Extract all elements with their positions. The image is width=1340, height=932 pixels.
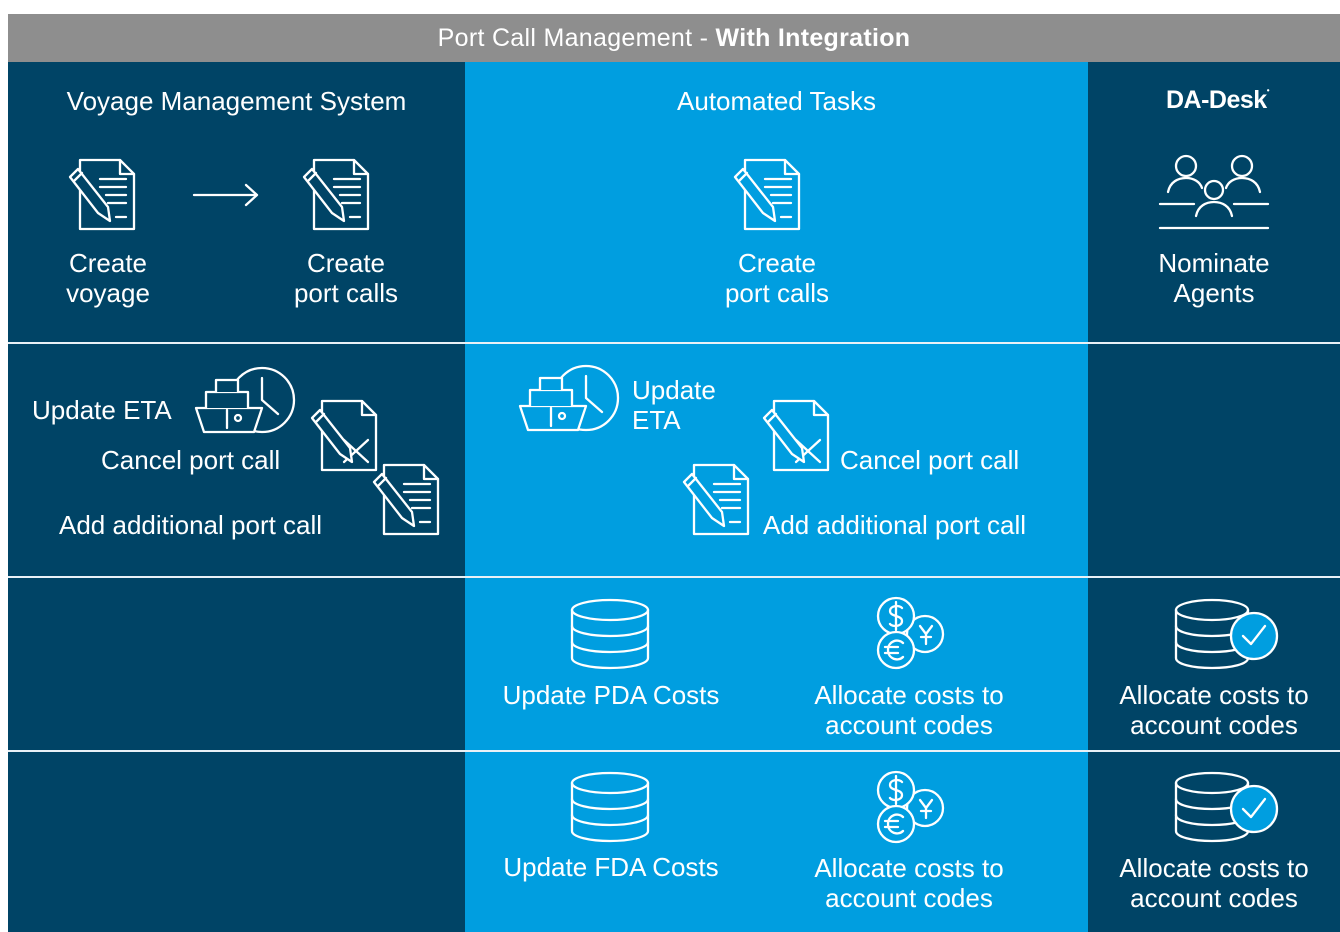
ship-clock-icon — [518, 364, 620, 432]
database-icon — [570, 771, 650, 843]
row-divider — [8, 750, 1340, 752]
create-port-calls-line2: port calls — [293, 278, 399, 308]
auto-update-eta-line1: Update — [632, 375, 716, 405]
dadesk-allocate-costs-line2: account codes — [1130, 883, 1298, 913]
dadesk-allocate-costs-line2: account codes — [1130, 710, 1298, 740]
dadesk-logo: DA-Desk• — [1166, 86, 1270, 114]
document-pen-icon — [68, 158, 136, 231]
vms-title: Voyage Management System — [66, 86, 407, 116]
auto-allocate-costs-line1: Allocate costs to — [814, 853, 1004, 883]
auto-allocate-costs-line2: account codes — [825, 710, 993, 740]
currency-coins-icon — [876, 596, 945, 670]
dadesk-allocate-costs-line1: Allocate costs to — [1119, 680, 1309, 710]
auto-cancel-port-call: Cancel port call — [840, 445, 1020, 475]
row-divider — [8, 342, 1340, 344]
column-dadesk — [1088, 62, 1340, 932]
create-voyage-line2: voyage — [66, 278, 150, 308]
dadesk-allocate-costs-line1: Allocate costs to — [1119, 853, 1309, 883]
update-pda-costs: Update PDA Costs — [502, 680, 720, 710]
row-divider — [8, 576, 1340, 578]
auto-allocate-costs-line2: account codes — [825, 883, 993, 913]
document-cancel-icon — [310, 399, 378, 472]
document-pen-icon — [682, 463, 750, 536]
column-automated-tasks — [465, 62, 1088, 932]
nominate-agents-line2: Agents — [1173, 278, 1255, 308]
document-pen-icon — [302, 158, 370, 231]
document-pen-icon — [733, 158, 801, 231]
database-check-icon — [1174, 771, 1279, 843]
update-fda-costs: Update FDA Costs — [503, 852, 719, 882]
title-prefix: Port Call Management - — [437, 23, 716, 52]
currency-coins-icon — [876, 770, 945, 844]
database-icon — [570, 598, 650, 670]
vms-add-port-call: Add additional port call — [59, 510, 323, 540]
nominate-agents-line1: Nominate — [1158, 248, 1270, 278]
create-voyage-line1: Create — [68, 248, 148, 278]
title-bold: With Integration — [715, 23, 911, 52]
automated-title: Automated Tasks — [677, 86, 876, 116]
auto-allocate-costs-line1: Allocate costs to — [814, 680, 1004, 710]
dadesk-logo-text: DA-Desk — [1166, 86, 1267, 114]
auto-create-port-calls-line2: port calls — [724, 278, 830, 308]
database-check-icon — [1174, 598, 1279, 670]
auto-add-port-call: Add additional port call — [763, 510, 1027, 540]
auto-update-eta-line2: ETA — [632, 405, 681, 435]
agents-icon — [1158, 154, 1270, 230]
arrow-right-icon — [192, 183, 259, 207]
document-pen-icon — [372, 463, 440, 536]
vms-update-eta: Update ETA — [32, 395, 172, 425]
ship-clock-icon — [194, 366, 296, 434]
page-title: Port Call Management - With Integration — [8, 14, 1340, 62]
auto-create-port-calls-line1: Create — [737, 248, 817, 278]
document-cancel-icon — [762, 399, 830, 472]
create-port-calls-line1: Create — [306, 248, 386, 278]
vms-cancel-port-call: Cancel port call — [101, 445, 281, 475]
